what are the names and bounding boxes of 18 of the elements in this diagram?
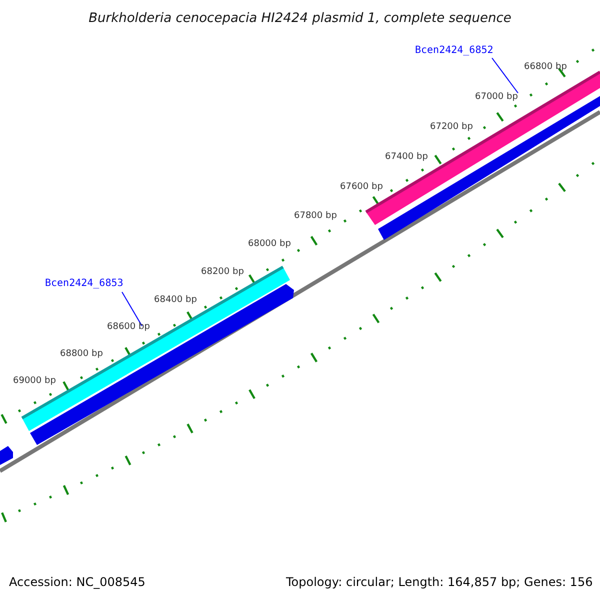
- footer-text: Topology: circular; Length: 164,857 bp; Genes: 156: [286, 576, 593, 588]
- leader-line: [492, 58, 518, 94]
- title: Burkholderia cenocepacia HI2424 plasmid 1, complete sequence: [88, 12, 512, 25]
- tick-label: 68600 bp: [107, 323, 150, 332]
- tick-label: 67800 bp: [294, 212, 337, 221]
- tick-label: 68800 bp: [60, 350, 103, 359]
- tick-label: 68000 bp: [248, 240, 291, 249]
- gene-label: Bcen2424_6852: [415, 46, 494, 56]
- footer-text: Accession: NC_008545: [9, 576, 146, 588]
- tick-label: 67400 bp: [385, 153, 428, 162]
- tick-label: 67200 bp: [430, 123, 473, 132]
- tick-label: 68200 bp: [201, 268, 244, 277]
- leader-line: [122, 292, 142, 326]
- tick-label: 67600 bp: [340, 183, 383, 192]
- gene-label: Bcen2424_6853: [45, 279, 124, 289]
- tick-label: 67000 bp: [475, 93, 518, 102]
- tick-label: 69000 bp: [13, 377, 56, 386]
- tick-label: 68400 bp: [154, 296, 197, 305]
